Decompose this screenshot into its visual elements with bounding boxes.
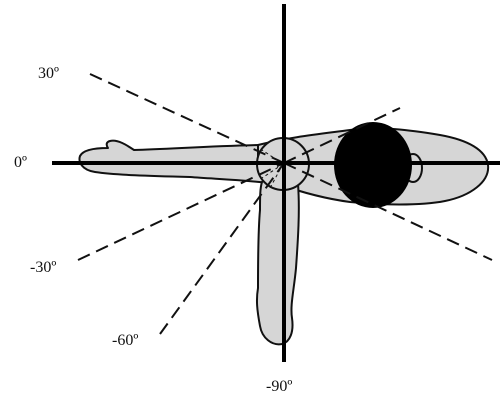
dropped-arm <box>257 178 299 345</box>
angle-label-0: 0º <box>14 155 27 171</box>
angle-label-minus60: -60º <box>112 333 138 349</box>
angle-label-30: 30º <box>38 66 59 82</box>
angle-label-minus30: -30º <box>30 260 56 276</box>
angle-label-minus90: -90º <box>266 379 292 395</box>
